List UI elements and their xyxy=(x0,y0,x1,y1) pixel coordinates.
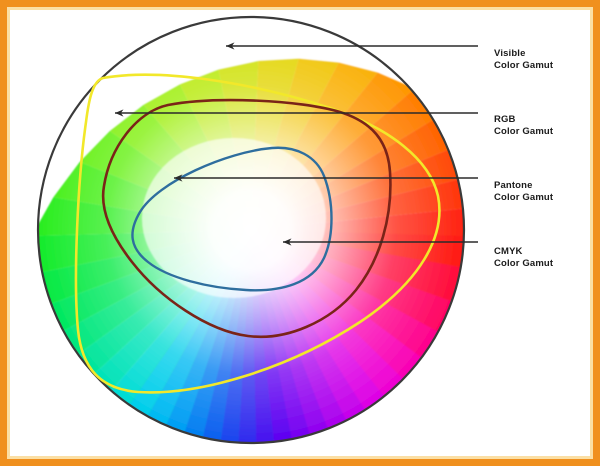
gamut-diagram-svg xyxy=(36,15,478,445)
visible-gamut-boundary xyxy=(36,15,466,445)
legend-cmyk-line1: CMYK xyxy=(494,246,523,257)
diagram-canvas: Visible Color Gamut RGB Color Gamut Pant… xyxy=(10,10,590,456)
legend-pantone-line2: Color Gamut xyxy=(494,191,554,203)
legend-label-visible: Visible Color Gamut xyxy=(494,48,553,71)
legend-visible-line1: Visible xyxy=(494,48,526,59)
legend-pantone-line1: Pantone xyxy=(494,180,533,191)
legend-label-pantone: Pantone Color Gamut xyxy=(494,180,553,203)
pantone-gamut-curve xyxy=(74,73,441,394)
legend-rgb-line2: Color Gamut xyxy=(494,125,554,137)
leader-arrows xyxy=(115,42,478,246)
legend-visible-line2: Color Gamut xyxy=(494,59,554,71)
legend-cmyk-line2: Color Gamut xyxy=(494,257,554,269)
legend-rgb-line1: RGB xyxy=(494,114,516,125)
legend-label-cmyk: CMYK Color Gamut xyxy=(494,246,553,269)
rgb-gamut-curve xyxy=(101,98,392,339)
legend-label-rgb: RGB Color Gamut xyxy=(494,114,553,137)
